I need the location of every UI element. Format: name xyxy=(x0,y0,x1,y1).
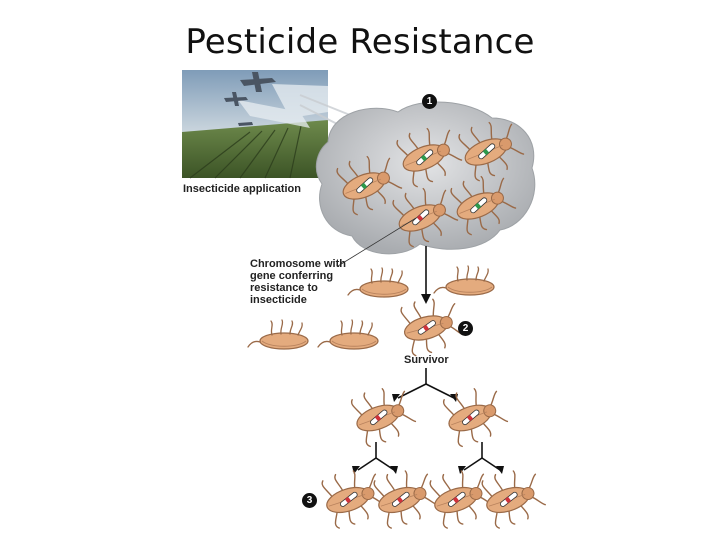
survivor-beetle xyxy=(396,291,467,359)
beetle-resistant xyxy=(369,462,441,532)
airplane-icon xyxy=(224,92,248,106)
chromosome-label: Chromosome with gene conferring resistan… xyxy=(250,258,346,306)
beetle-resistant xyxy=(439,379,512,450)
beetle xyxy=(454,112,528,185)
beetle-resistant xyxy=(388,178,462,251)
beetle-group-exposed xyxy=(332,112,528,251)
beetle-generation-2 xyxy=(347,379,512,450)
dead-beetle xyxy=(247,319,309,350)
beetle xyxy=(332,146,406,219)
step-number-2: 2 xyxy=(458,321,473,336)
beetle-generation-3 xyxy=(317,462,549,532)
airplane-icon xyxy=(240,72,276,92)
arrow-split xyxy=(357,442,501,471)
beetle-resistant xyxy=(425,462,497,532)
step-number-1: 1 xyxy=(422,94,437,109)
survivor-label: Survivor xyxy=(404,354,449,366)
chromosome-pointer-line xyxy=(337,217,417,267)
airplane-icon xyxy=(238,122,253,126)
beetle xyxy=(446,166,520,239)
dead-beetle xyxy=(317,319,379,350)
insecticide-application-photo xyxy=(182,70,328,179)
insecticide-cloud xyxy=(315,101,536,255)
beetle xyxy=(392,118,466,191)
step-number-3: 3 xyxy=(302,493,317,508)
arrow-split xyxy=(397,368,455,399)
photo-caption: Insecticide application xyxy=(183,183,301,195)
arrow-down xyxy=(421,246,431,304)
slide-title: Pesticide Resistance xyxy=(185,22,535,62)
beetle-resistant xyxy=(347,379,420,450)
beetle-resistant xyxy=(317,462,389,532)
dead-beetle xyxy=(433,265,495,296)
beetle-resistant xyxy=(477,462,549,532)
